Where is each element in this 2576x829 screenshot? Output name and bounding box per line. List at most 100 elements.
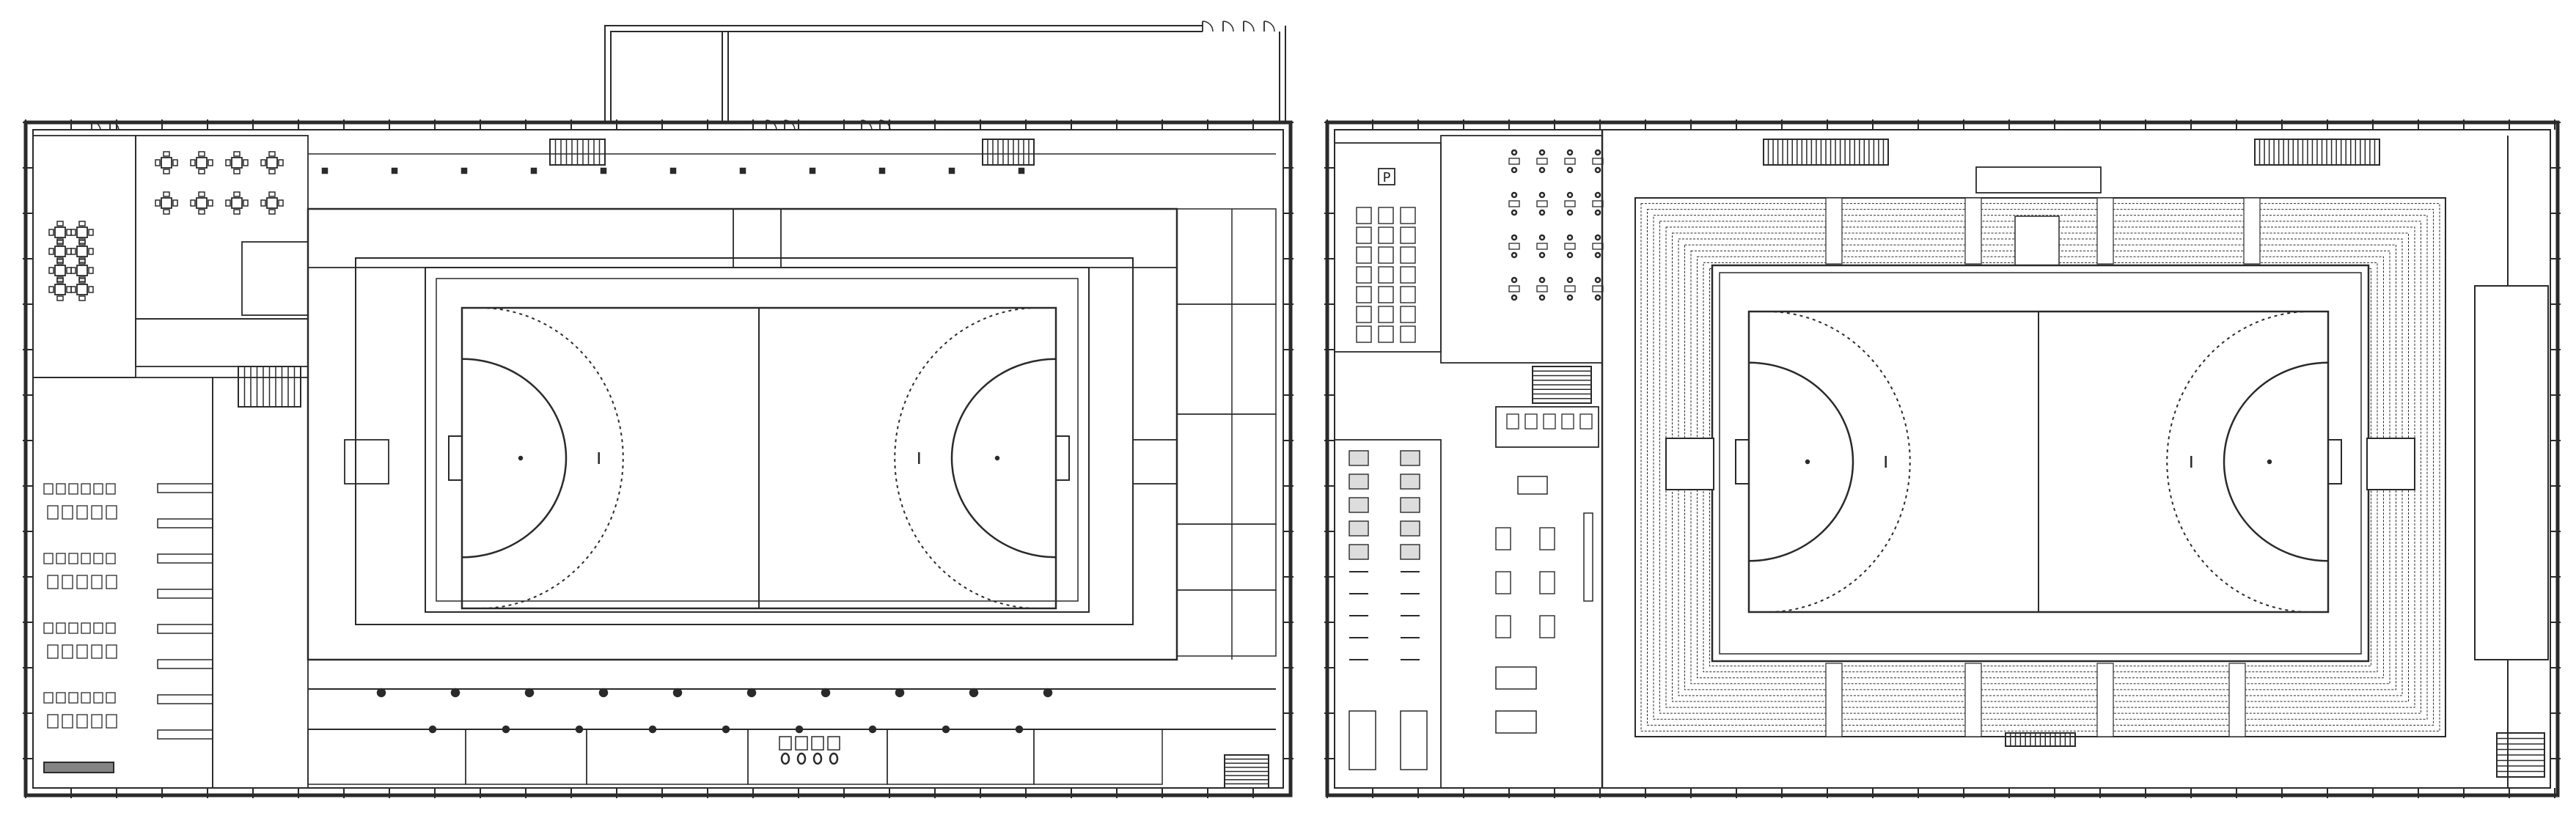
chair xyxy=(70,267,76,274)
door-swing xyxy=(109,121,120,131)
corridor-column xyxy=(895,688,905,698)
column-marker xyxy=(600,167,607,174)
table xyxy=(76,284,88,295)
table-with-chairs xyxy=(70,221,94,244)
gym-machine xyxy=(1348,497,1369,513)
dining-table xyxy=(1508,285,1520,292)
table xyxy=(76,246,88,257)
dining-chair xyxy=(1538,251,1546,259)
parked-car xyxy=(1378,286,1394,303)
shower-stall xyxy=(91,505,103,520)
toilet-stall xyxy=(1524,413,1538,430)
dining-table xyxy=(1592,285,1604,292)
chair xyxy=(155,159,161,166)
door-swing xyxy=(879,119,891,131)
dining-chair xyxy=(1594,251,1601,259)
free-throw-line xyxy=(2166,311,2311,613)
chair xyxy=(78,240,86,246)
locker xyxy=(106,553,116,564)
goal xyxy=(2327,439,2342,484)
goal-area-line xyxy=(950,358,1057,559)
changing-room-fixtures xyxy=(43,483,213,773)
column-marker xyxy=(878,167,886,174)
chair xyxy=(172,199,178,207)
side-entry-recess xyxy=(1132,439,1178,484)
gym-room xyxy=(1334,439,1442,789)
dining-chair xyxy=(1511,234,1518,241)
service-stairs xyxy=(1532,366,1592,404)
chair xyxy=(56,278,64,284)
dining-table xyxy=(1536,285,1548,292)
bench xyxy=(157,729,213,740)
chair xyxy=(190,199,196,207)
chair xyxy=(233,169,241,174)
service-room xyxy=(887,729,1035,785)
table xyxy=(76,265,88,276)
free-throw-line xyxy=(1766,311,1911,613)
gym-area xyxy=(1334,439,1593,789)
locker xyxy=(68,483,78,495)
service-room xyxy=(747,729,888,785)
locker xyxy=(56,483,66,495)
scoreboard-booth xyxy=(1975,166,2102,194)
toilet-stall xyxy=(1543,413,1556,430)
shower-stall xyxy=(106,505,117,520)
service-room xyxy=(1176,413,1277,525)
chair xyxy=(225,159,231,166)
external-service-path xyxy=(610,31,1203,122)
service-room xyxy=(307,729,466,785)
column-marker xyxy=(321,167,329,174)
locker xyxy=(93,622,103,634)
table-with-chairs xyxy=(225,191,249,215)
chair xyxy=(66,267,72,274)
chair xyxy=(56,295,64,301)
toilet-stall xyxy=(1561,413,1574,430)
parked-car xyxy=(1400,306,1416,323)
chair xyxy=(172,159,178,166)
left-floor-plan xyxy=(23,21,1293,798)
locker xyxy=(106,483,116,495)
table-with-chairs xyxy=(225,151,249,174)
gym-machine xyxy=(1348,544,1369,560)
dining-chair xyxy=(1594,191,1601,199)
door-swing xyxy=(766,119,777,131)
dining-chair xyxy=(1566,276,1574,284)
gym-machine xyxy=(1400,497,1420,513)
corridor-column xyxy=(672,688,683,698)
door xyxy=(879,119,891,131)
corridor-column xyxy=(969,688,979,698)
dining-hall xyxy=(1440,135,1604,364)
goal-area-line xyxy=(2223,361,2329,562)
right-handball-court xyxy=(1735,310,2342,614)
right-service-rooms xyxy=(1176,208,1277,660)
exercise-mat xyxy=(1348,710,1376,770)
chair xyxy=(268,169,276,174)
gym-machine xyxy=(1400,520,1420,537)
dining-chair xyxy=(1511,166,1518,174)
gym-machine xyxy=(1348,520,1369,537)
table-with-chairs xyxy=(260,191,284,215)
court-dot xyxy=(518,455,524,461)
column-marker xyxy=(948,167,955,174)
service-room xyxy=(586,729,749,785)
chair xyxy=(260,199,266,207)
table xyxy=(76,226,88,238)
chair xyxy=(78,257,86,263)
column-marker xyxy=(1018,167,1025,174)
gym-machine xyxy=(1400,450,1420,466)
chair xyxy=(66,286,72,293)
court-dot xyxy=(2267,459,2272,465)
parked-car xyxy=(1356,226,1372,244)
chair xyxy=(56,240,64,246)
door xyxy=(766,119,777,131)
bench xyxy=(157,694,213,704)
press-tribune-gap xyxy=(2014,215,2060,272)
right-outer-wall xyxy=(1325,120,2560,797)
corridor-column xyxy=(1043,688,1053,698)
gym-machine xyxy=(1400,474,1420,490)
shower-stall xyxy=(47,505,59,520)
toilet-stall xyxy=(795,736,808,751)
gym-machine xyxy=(1348,450,1369,466)
dining-chair xyxy=(1594,234,1601,241)
dining-chair xyxy=(1538,191,1546,199)
